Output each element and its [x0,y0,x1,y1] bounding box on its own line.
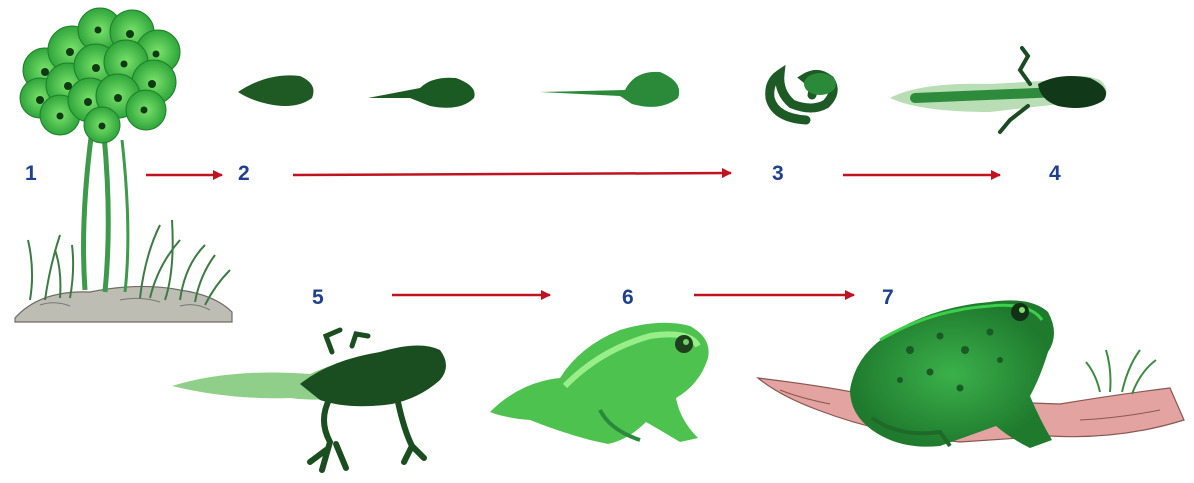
stage-label-4: 4 [1049,162,1061,185]
stage-2-hatchling-tadpoles-illustration [238,71,680,108]
stage-3-curled-tadpole-illustration [765,64,838,125]
stage-7-adult-frog-illustration [756,300,1185,448]
stage-label-3: 3 [772,162,784,185]
stage-1-egg-mass-illustration [14,7,233,323]
stage-4-tadpole-with-legs-illustration [890,46,1107,134]
arrow-2-to-3 [292,168,732,179]
stage-5-tadpole-four-legs-illustration [172,327,446,473]
stage-6-froglet-illustration [490,322,709,444]
stage-arrows [146,168,1001,300]
stage-label-1: 1 [25,162,37,185]
stage-label-7: 7 [882,286,894,309]
stage-label-5: 5 [312,286,324,309]
stage-label-6: 6 [622,286,634,309]
stage-label-2: 2 [238,162,250,185]
